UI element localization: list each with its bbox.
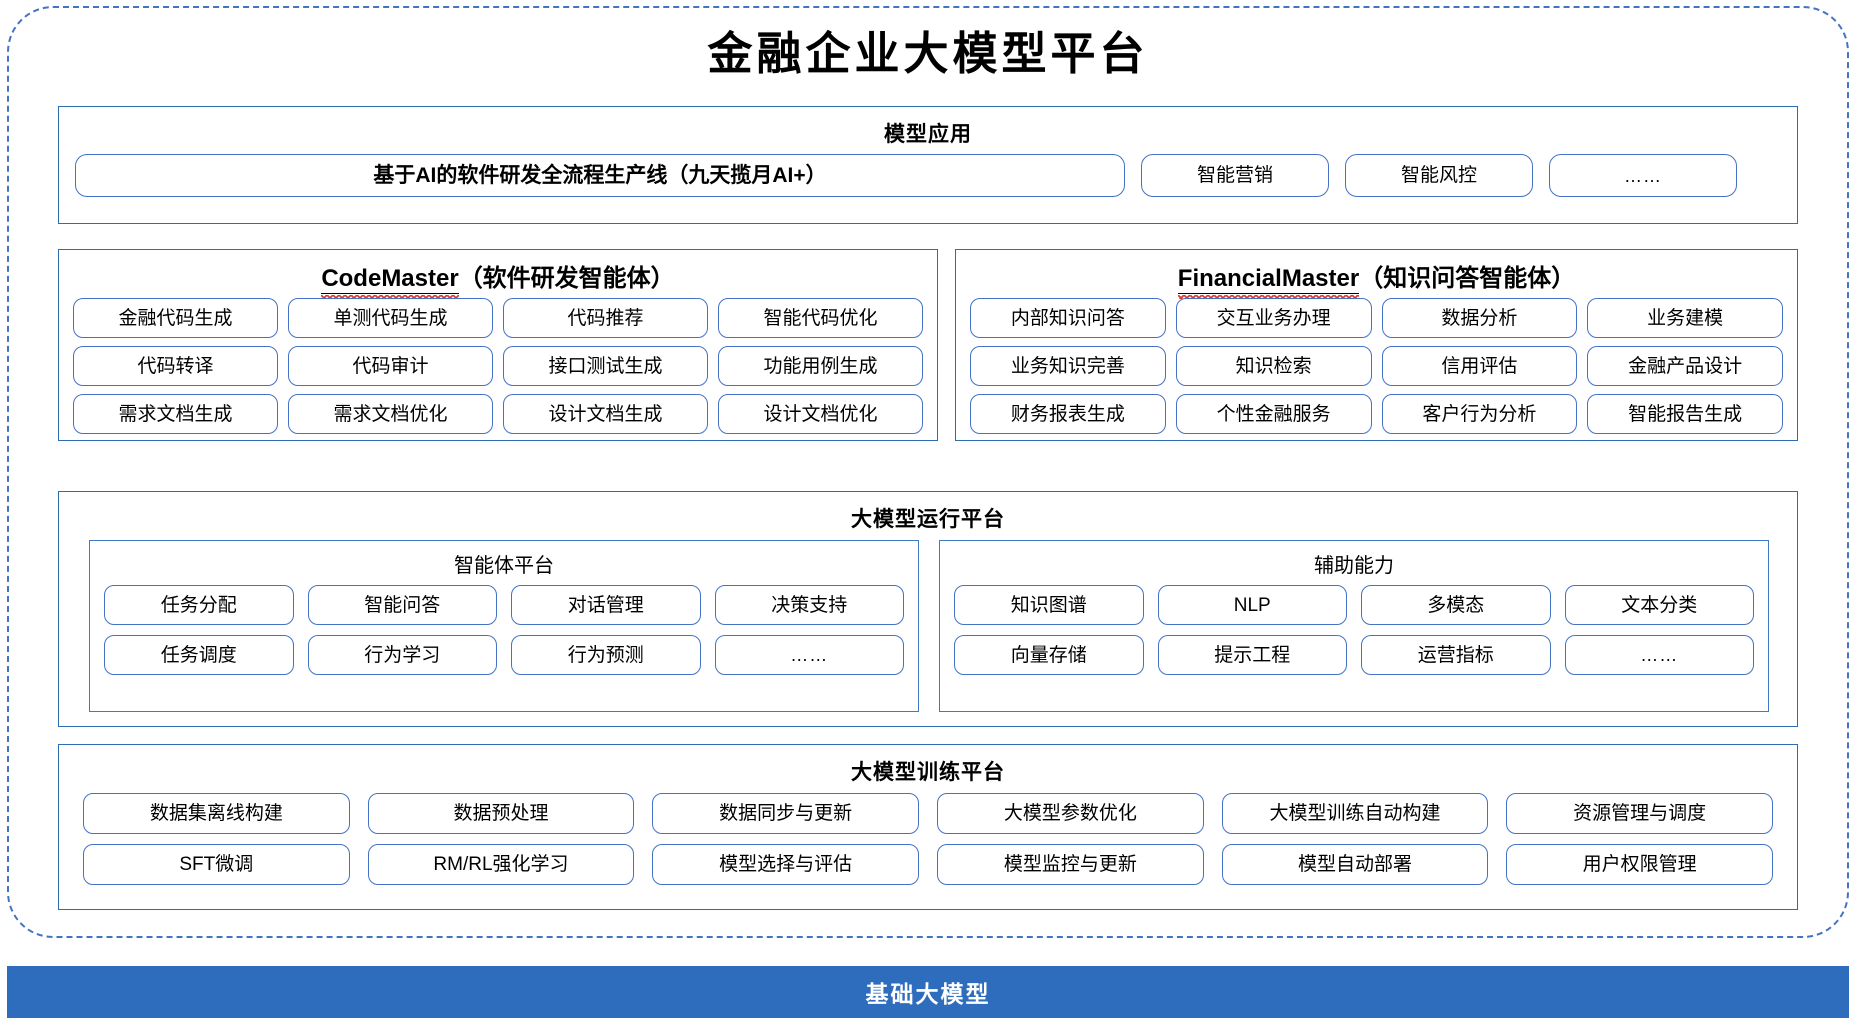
financialmaster-name-en: FinancialMaster	[1177, 265, 1360, 299]
chip-fin-9[interactable]: 个性金融服务	[1175, 394, 1372, 434]
chip-train-11[interactable]: 用户权限管理	[1506, 844, 1773, 885]
chip-ai-devops-pipeline[interactable]: 基于AI的软件研发全流程生产线（九天揽月AI+）	[75, 154, 1125, 197]
chip-aux-2[interactable]: 多模态	[1361, 585, 1551, 625]
auxiliary-chip-grid: 知识图谱 NLP 多模态 文本分类 向量存储 提示工程 运营指标 ……	[954, 585, 1754, 675]
agent-platform-chip-grid: 任务分配 智能问答 对话管理 决策支持 任务调度 行为学习 行为预测 ……	[104, 585, 904, 675]
chip-agentplat-more[interactable]: ……	[714, 635, 904, 675]
section-title-model-application: 模型应用	[884, 123, 972, 146]
section-financialmaster: FinancialMaster（知识问答智能体） 内部知识问答 交互业务办理 数…	[955, 249, 1798, 441]
chip-fin-7[interactable]: 金融产品设计	[1587, 346, 1783, 386]
chip-fin-5[interactable]: 知识检索	[1175, 346, 1372, 386]
subsection-agent-platform: 智能体平台 任务分配 智能问答 对话管理 决策支持 任务调度 行为学习 行为预测…	[89, 540, 919, 712]
section-model-application: 模型应用 基于AI的软件研发全流程生产线（九天揽月AI+） 智能营销 智能风控 …	[58, 106, 1798, 224]
page-title: 金融企业大模型平台	[707, 29, 1149, 79]
chip-fin-6[interactable]: 信用评估	[1381, 346, 1578, 386]
chip-train-7[interactable]: RM/RL强化学习	[367, 844, 635, 885]
chip-aux-0[interactable]: 知识图谱	[954, 585, 1144, 625]
chip-aux-1[interactable]: NLP	[1157, 585, 1347, 625]
subsection-auxiliary-capabilities: 辅助能力 知识图谱 NLP 多模态 文本分类 向量存储 提示工程 运营指标 ……	[939, 540, 1769, 712]
chip-agentplat-4[interactable]: 任务调度	[104, 635, 294, 675]
chip-train-0[interactable]: 数据集离线构建	[83, 793, 350, 834]
chip-code-6[interactable]: 接口测试生成	[503, 346, 708, 386]
section-codemaster: CodeMaster（软件研发智能体） 金融代码生成 单测代码生成 代码推荐 智…	[58, 249, 938, 441]
chip-fin-3[interactable]: 业务建模	[1587, 298, 1783, 338]
chip-train-9[interactable]: 模型监控与更新	[936, 844, 1204, 885]
section-title-runtime-platform: 大模型运行平台	[851, 508, 1005, 531]
chip-fin-10[interactable]: 客户行为分析	[1381, 394, 1578, 434]
section-title-training-platform: 大模型训练平台	[851, 761, 1005, 784]
training-chip-grid: 数据集离线构建 数据预处理 数据同步与更新 大模型参数优化 大模型训练自动构建 …	[83, 793, 1773, 885]
chip-aux-6[interactable]: 运营指标	[1361, 635, 1551, 675]
chip-agentplat-3[interactable]: 决策支持	[714, 585, 904, 625]
chip-train-10[interactable]: 模型自动部署	[1221, 844, 1489, 885]
chip-fin-0[interactable]: 内部知识问答	[970, 298, 1166, 338]
chip-agentplat-2[interactable]: 对话管理	[511, 585, 701, 625]
chip-code-7[interactable]: 功能用例生成	[718, 346, 923, 386]
chip-train-3[interactable]: 大模型参数优化	[936, 793, 1204, 834]
chip-train-5[interactable]: 资源管理与调度	[1506, 793, 1773, 834]
application-chip-row: 基于AI的软件研发全流程生产线（九天揽月AI+） 智能营销 智能风控 ……	[75, 154, 1783, 197]
chip-agentplat-6[interactable]: 行为预测	[511, 635, 701, 675]
codemaster-name-cn: （软件研发智能体）	[458, 265, 675, 292]
chip-train-8[interactable]: 模型选择与评估	[652, 844, 919, 885]
subsection-title-agent-platform: 智能体平台	[454, 555, 554, 577]
chip-agentplat-1[interactable]: 智能问答	[307, 585, 497, 625]
chip-code-0[interactable]: 金融代码生成	[73, 298, 278, 338]
chip-train-4[interactable]: 大模型训练自动构建	[1221, 793, 1489, 834]
chip-fin-8[interactable]: 财务报表生成	[970, 394, 1166, 434]
chip-smart-marketing[interactable]: 智能营销	[1141, 154, 1329, 197]
chip-fin-2[interactable]: 数据分析	[1381, 298, 1578, 338]
chip-smart-risk-control[interactable]: 智能风控	[1345, 154, 1533, 197]
chip-more-applications[interactable]: ……	[1549, 154, 1737, 197]
chip-aux-5[interactable]: 提示工程	[1157, 635, 1347, 675]
section-title-codemaster: CodeMaster（软件研发智能体）	[59, 258, 937, 299]
base-model-bar: 基础大模型	[7, 966, 1849, 1018]
chip-code-2[interactable]: 代码推荐	[503, 298, 708, 338]
chip-aux-4[interactable]: 向量存储	[954, 635, 1144, 675]
chip-train-1[interactable]: 数据预处理	[367, 793, 635, 834]
chip-fin-4[interactable]: 业务知识完善	[970, 346, 1166, 386]
chip-agentplat-5[interactable]: 行为学习	[307, 635, 497, 675]
financialmaster-chip-grid: 内部知识问答 交互业务办理 数据分析 业务建模 业务知识完善 知识检索 信用评估…	[970, 298, 1783, 434]
section-title-financialmaster: FinancialMaster（知识问答智能体）	[956, 258, 1797, 299]
chip-aux-more[interactable]: ……	[1564, 635, 1754, 675]
chip-code-8[interactable]: 需求文档生成	[73, 394, 278, 434]
chip-agentplat-0[interactable]: 任务分配	[104, 585, 294, 625]
chip-code-10[interactable]: 设计文档生成	[503, 394, 708, 434]
codemaster-chip-grid: 金融代码生成 单测代码生成 代码推荐 智能代码优化 代码转译 代码审计 接口测试…	[73, 298, 923, 434]
chip-fin-1[interactable]: 交互业务办理	[1175, 298, 1372, 338]
chip-aux-3[interactable]: 文本分类	[1564, 585, 1754, 625]
chip-code-4[interactable]: 代码转译	[73, 346, 278, 386]
chip-fin-11[interactable]: 智能报告生成	[1587, 394, 1783, 434]
financialmaster-name-cn: （知识问答智能体）	[1359, 265, 1576, 292]
chip-code-11[interactable]: 设计文档优化	[718, 394, 923, 434]
chip-code-5[interactable]: 代码审计	[288, 346, 493, 386]
section-runtime-platform: 大模型运行平台 智能体平台 任务分配 智能问答 对话管理 决策支持 任务调度 行…	[58, 491, 1798, 727]
section-training-platform: 大模型训练平台 数据集离线构建 数据预处理 数据同步与更新 大模型参数优化 大模…	[58, 744, 1798, 910]
subsection-title-auxiliary-capabilities: 辅助能力	[1314, 555, 1394, 577]
chip-train-2[interactable]: 数据同步与更新	[652, 793, 919, 834]
chip-train-6[interactable]: SFT微调	[83, 844, 350, 885]
codemaster-name-en: CodeMaster	[321, 265, 460, 299]
chip-code-3[interactable]: 智能代码优化	[718, 298, 923, 338]
base-model-label: 基础大模型	[865, 981, 991, 1007]
chip-code-1[interactable]: 单测代码生成	[288, 298, 493, 338]
chip-code-9[interactable]: 需求文档优化	[288, 394, 493, 434]
